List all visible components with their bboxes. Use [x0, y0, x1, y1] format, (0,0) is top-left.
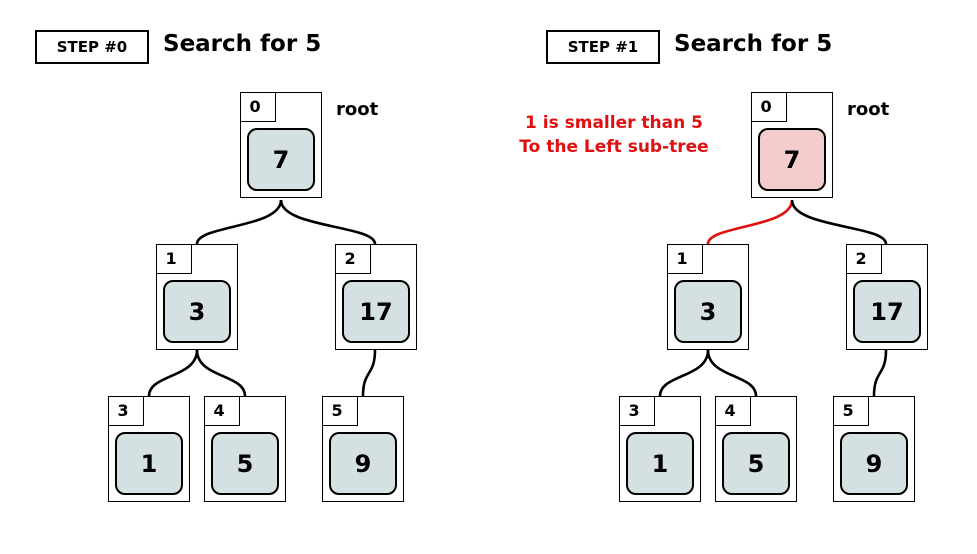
- tree-node-2: 2 17: [845, 243, 928, 350]
- node-value: 5: [722, 432, 790, 495]
- node-value: 7: [247, 128, 315, 191]
- tree-edges: [658, 199, 888, 397]
- node-index: 2: [334, 243, 371, 274]
- node-value: 3: [163, 280, 231, 343]
- edge-1-3: [147, 349, 199, 397]
- tree-node-0: 0 7: [239, 91, 322, 198]
- node-index: 2: [845, 243, 882, 274]
- node-index: 0: [239, 91, 276, 122]
- root-label: root: [847, 99, 890, 120]
- step-label: STEP #0: [35, 30, 149, 64]
- node-value: 17: [853, 280, 921, 343]
- step-label: STEP #1: [546, 30, 660, 64]
- node-index: 5: [832, 395, 869, 426]
- node-index: 3: [107, 395, 144, 426]
- node-value: 9: [329, 432, 397, 495]
- step-panel-1: STEP #1 Search for 5 root 1 is smaller t…: [511, 0, 977, 554]
- node-value: 17: [342, 280, 410, 343]
- tree-node-5: 5 9: [321, 395, 404, 502]
- edge-2-5: [361, 349, 377, 397]
- node-index: 0: [750, 91, 787, 122]
- edge-0-2: [790, 199, 888, 245]
- tree-node-2: 2 17: [334, 243, 417, 350]
- node-value: 5: [211, 432, 279, 495]
- edge-1-3: [658, 349, 710, 397]
- edge-0-1: [195, 199, 283, 245]
- node-value: 7: [758, 128, 826, 191]
- tree-node-1: 1 3: [155, 243, 238, 350]
- tree-node-3: 3 1: [107, 395, 190, 502]
- tree-node-3: 3 1: [618, 395, 701, 502]
- tree-node-0: 0 7: [750, 91, 833, 198]
- node-index: 1: [666, 243, 703, 274]
- tree-node-4: 4 5: [714, 395, 797, 502]
- node-index: 1: [155, 243, 192, 274]
- node-value: 3: [674, 280, 742, 343]
- edge-1-4: [195, 349, 247, 397]
- node-index: 3: [618, 395, 655, 426]
- node-index: 4: [203, 395, 240, 426]
- note-line-1: 1 is smaller than 5: [525, 113, 703, 133]
- panel-title: Search for 5: [163, 31, 322, 57]
- panel-title: Search for 5: [674, 31, 833, 57]
- tree-node-1: 1 3: [666, 243, 749, 350]
- tree-node-5: 5 9: [832, 395, 915, 502]
- tree-edges: [147, 199, 377, 397]
- step-note: 1 is smaller than 5 To the Left sub-tree: [489, 111, 739, 159]
- node-index: 4: [714, 395, 751, 426]
- node-value: 1: [626, 432, 694, 495]
- edge-2-5: [872, 349, 888, 397]
- edge-1-4: [706, 349, 758, 397]
- edge-0-2: [279, 199, 377, 245]
- note-line-2: To the Left sub-tree: [519, 137, 709, 157]
- node-index: 5: [321, 395, 358, 426]
- edge-0-1: [706, 199, 794, 245]
- root-label: root: [336, 99, 379, 120]
- step-panel-0: STEP #0 Search for 5 root 0 7 1 3 2 17 3…: [0, 0, 488, 554]
- node-value: 9: [840, 432, 908, 495]
- node-value: 1: [115, 432, 183, 495]
- tree-node-4: 4 5: [203, 395, 286, 502]
